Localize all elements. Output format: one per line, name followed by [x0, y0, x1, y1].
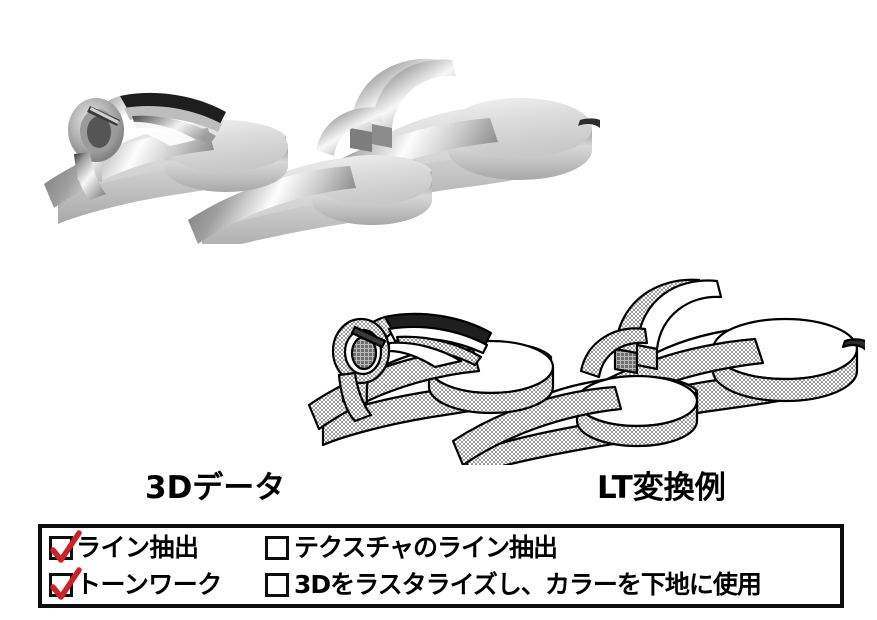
checkbox-texture-line-extraction[interactable] — [265, 535, 289, 560]
caption-3d-data: 3Dデータ — [145, 470, 286, 506]
lineart-sandal-front-left-buckled — [307, 312, 555, 447]
option-label: トーンワーク — [76, 569, 222, 599]
lineart-sandal-mid — [451, 327, 699, 465]
option-label: 3Dをラスタライズし、カラーを下地に使用 — [294, 569, 762, 599]
caption-lt-example: LT変換例 — [597, 470, 726, 506]
option-rasterize-3d-color-base[interactable]: 3Dをラスタライズし、カラーを下地に使用 — [265, 570, 838, 600]
sandal-front-left-buckled — [44, 92, 288, 224]
sandal-mid — [188, 107, 432, 244]
option-tone-work[interactable]: トーンワーク — [49, 566, 265, 600]
3d-shaded-sandals-render — [20, 4, 600, 244]
option-texture-line-extraction[interactable]: テクスチャのライン抽出 — [265, 533, 838, 563]
option-label: テクスチャのライン抽出 — [294, 532, 558, 562]
options-grid: ライン抽出 テクスチャのライン抽出 トーンワーク — [49, 529, 838, 603]
checkbox-tone-work[interactable] — [49, 566, 82, 600]
checkbox-rasterize-3d-color-base[interactable] — [265, 572, 289, 597]
options-legend-box: ライン抽出 テクスチャのライン抽出 トーンワーク — [38, 524, 844, 608]
lt-lineart-svg — [307, 278, 865, 465]
caption-row: 3Dデータ LT変換例 — [0, 466, 877, 514]
3d-render-svg — [44, 58, 600, 244]
checkbox-line-extraction[interactable] — [49, 529, 82, 563]
lt-converted-lineart-sandals — [285, 225, 865, 465]
option-line-extraction[interactable]: ライン抽出 — [49, 529, 265, 563]
option-label: ライン抽出 — [76, 532, 199, 562]
